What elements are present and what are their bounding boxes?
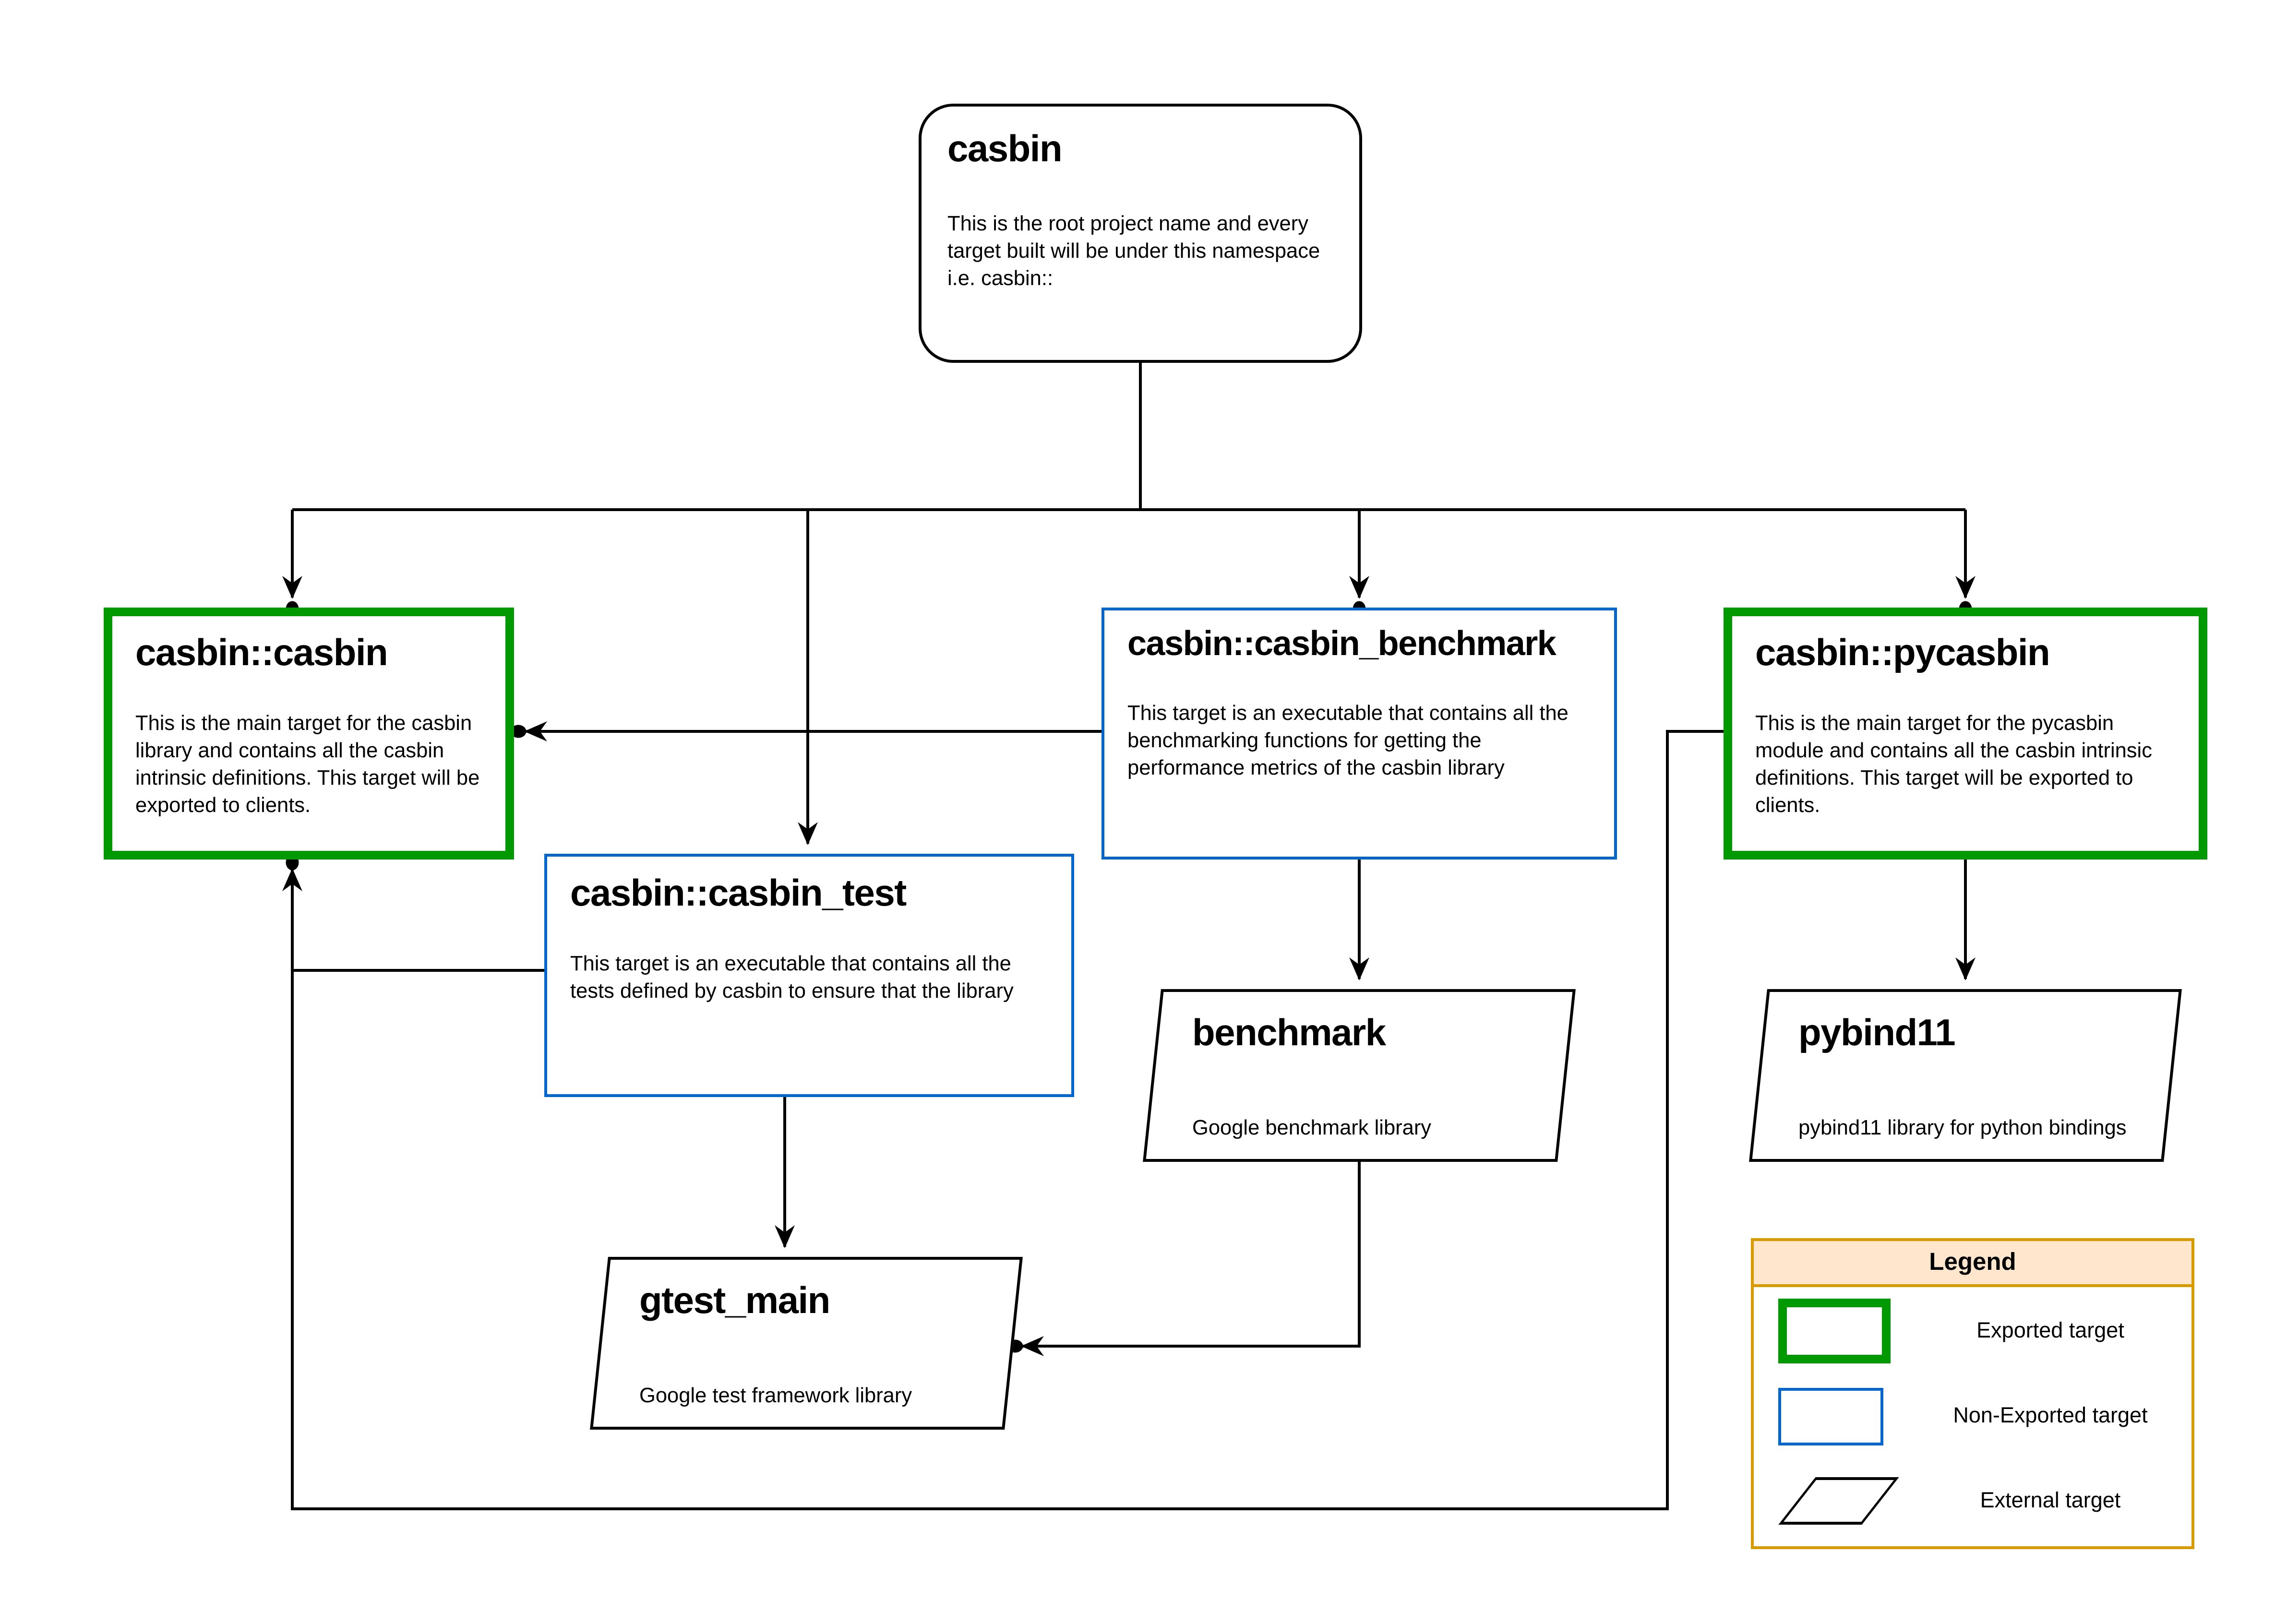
node-gtest-main-title: gtest_main — [639, 1278, 830, 1322]
node-casbin-test: casbin::casbin_test This target is an ex… — [544, 854, 1074, 1097]
node-gtest-main: gtest_main Google test framework library — [590, 1257, 1023, 1430]
node-casbin-casbin: casbin::casbin This is the main target f… — [104, 608, 514, 860]
node-benchmark: benchmark Google benchmark library — [1143, 989, 1576, 1162]
node-pybind11-title: pybind11 — [1798, 1011, 1955, 1054]
legend-item-exported: Exported target — [1754, 1290, 2191, 1372]
node-casbin-benchmark-title: casbin::casbin_benchmark — [1127, 625, 1557, 664]
node-benchmark-title: benchmark — [1192, 1011, 1386, 1054]
node-casbin-root-title: casbin — [947, 127, 1063, 170]
node-pybind11: pybind11 pybind11 library for python bin… — [1749, 989, 2182, 1162]
legend-item-external-label: External target — [1980, 1489, 2121, 1513]
node-benchmark-description: Google benchmark library — [1192, 1117, 1432, 1140]
node-pybind11-description: pybind11 library for python bindings — [1798, 1117, 2127, 1140]
node-gtest-main-description: Google test framework library — [639, 1385, 912, 1408]
legend-item-non-exported-label: Non-Exported target — [1953, 1404, 2148, 1428]
exported-target-swatch-icon — [1778, 1299, 1891, 1363]
external-target-swatch-icon — [1778, 1477, 1899, 1525]
node-casbin-test-title: casbin::casbin_test — [570, 871, 907, 914]
legend-item-exported-label: Exported target — [1976, 1319, 2124, 1343]
node-casbin-root: casbin This is the root project name and… — [919, 104, 1362, 363]
legend-title: Legend — [1754, 1241, 2191, 1287]
legend-item-non-exported: Non-Exported target — [1754, 1375, 2191, 1457]
node-casbin-benchmark: casbin::casbin_benchmark This target is … — [1102, 608, 1617, 860]
node-casbin-casbin-title: casbin::casbin — [135, 631, 388, 674]
non-exported-target-swatch-icon — [1778, 1387, 1883, 1445]
legend-item-external: External target — [1754, 1460, 2191, 1542]
node-pycasbin-title: casbin::pycasbin — [1755, 631, 2050, 674]
legend: Legend Exported target Non-Exported targ… — [1751, 1238, 2194, 1549]
edge-pycasbin-to-casbin — [282, 730, 1724, 1510]
node-casbin-test-description: This target is an executable that contai… — [570, 953, 1014, 1004]
node-casbin-casbin-description: This is the main target for the casbin l… — [135, 713, 480, 819]
edge-benchmark-to-gtest — [1021, 1162, 1361, 1356]
node-pycasbin: casbin::pycasbin This is the main target… — [1724, 608, 2207, 860]
node-pycasbin-description: This is the main target for the pycasbin… — [1755, 713, 2152, 819]
node-casbin-benchmark-description: This target is an executable that contai… — [1127, 703, 1569, 781]
node-casbin-root-description: This is the root project name and every … — [947, 213, 1320, 291]
